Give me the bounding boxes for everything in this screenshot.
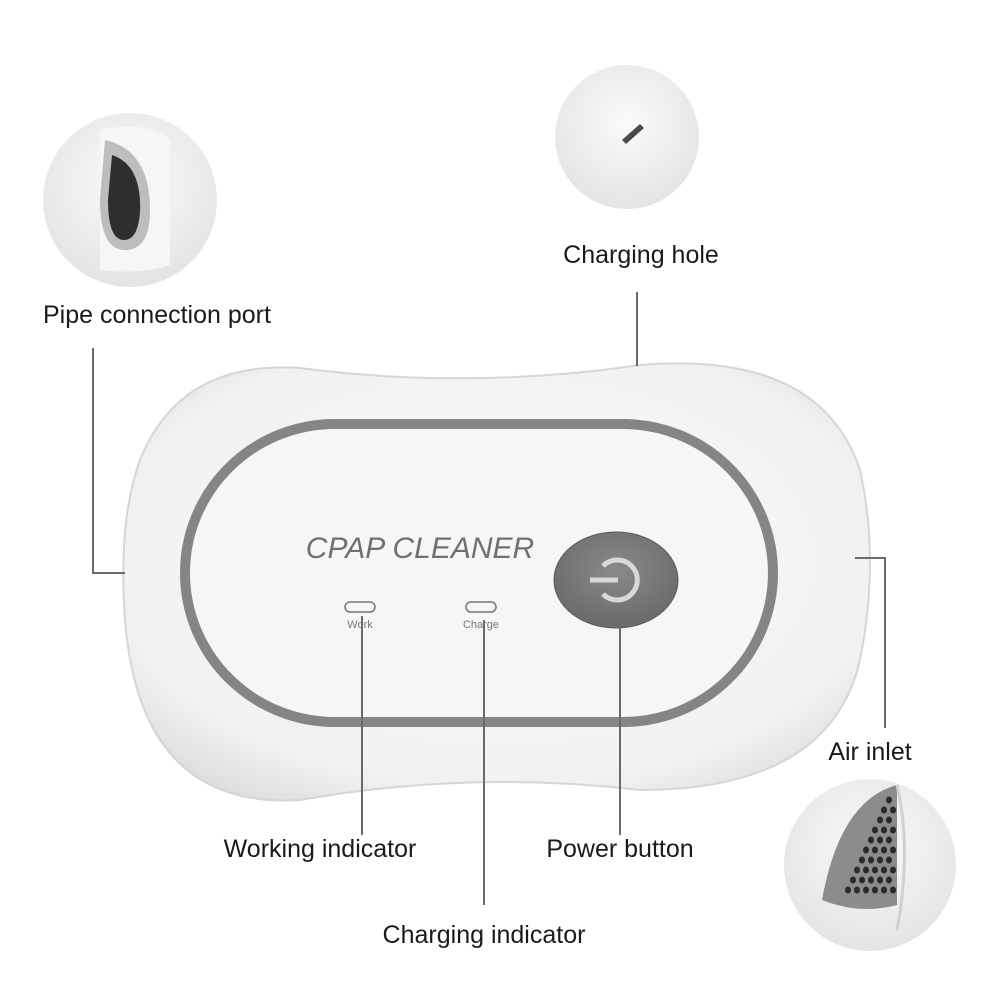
grille-hole [890,846,896,854]
grille-hole [859,876,865,884]
air-inlet-detail-image [784,779,956,951]
power-button[interactable] [553,531,679,629]
work-led-label: Work [347,619,373,631]
grille-hole [881,826,887,834]
grille-hole [872,826,878,834]
label-air-inlet: Air inlet [828,738,911,766]
grille-hole [863,866,869,874]
grille-hole [868,856,874,864]
grille-hole [886,836,892,844]
grille-hole [877,816,883,824]
air-inlet-leader [855,557,886,728]
charging-hole-detail-image [555,65,699,209]
charge-led-label: Charge [463,619,499,631]
work-led [344,601,376,613]
grille-hole [877,836,883,844]
grille-hole [872,846,878,854]
grille-hole [863,886,869,894]
grille-hole [886,856,892,864]
grille-hole [881,886,887,894]
grille-hole [890,886,896,894]
grille-hole [863,846,869,854]
grille-hole [886,796,892,804]
grille-hole [872,886,878,894]
grille-hole [872,866,878,874]
label-working-indicator: Working indicator [224,835,417,863]
grille-hole [890,826,896,834]
label-power-button: Power button [546,835,693,863]
grille-hole [854,866,860,874]
grille-hole [859,856,865,864]
brand-text: CPAP CLEANER [306,532,534,565]
label-pipe-connection-port: Pipe connection port [43,301,271,329]
grille-hole [877,876,883,884]
label-charging-hole: Charging hole [563,241,719,269]
grille-hole [854,886,860,894]
leader-lines [92,292,886,905]
grille-hole [868,876,874,884]
grille-hole [886,816,892,824]
grille-hole [881,806,887,814]
grille-hole [877,856,883,864]
charge-led [465,601,497,613]
grille-hole [881,846,887,854]
label-charging-indicator: Charging indicator [383,921,586,949]
grille-hole [890,866,896,874]
grille-hole [845,886,851,894]
power-icon [590,557,640,603]
grille-hole [850,876,856,884]
cpap-cleaner-device: CPAP CLEANER Work Charge [122,362,871,802]
pipe-port-detail-image [43,113,217,287]
pipe-port-leader [92,348,125,574]
grille-hole [890,806,896,814]
grille-hole [886,876,892,884]
grille-hole [868,836,874,844]
grille-hole [881,866,887,874]
